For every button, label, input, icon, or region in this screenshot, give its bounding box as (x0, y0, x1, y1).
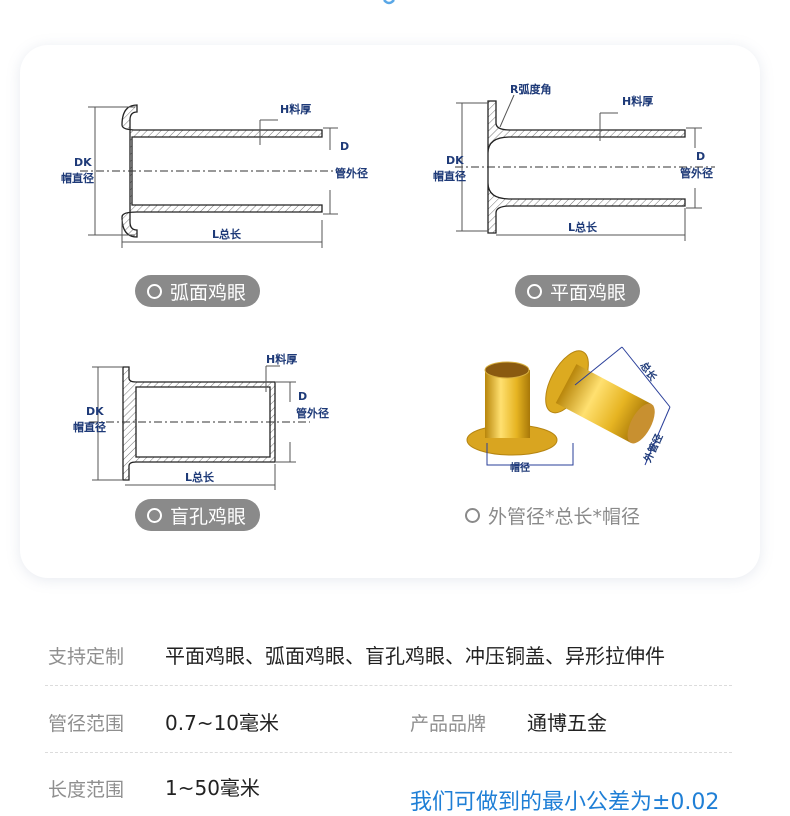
circle-icon (147, 507, 162, 523)
length-label: 总长 (638, 359, 661, 384)
outer-diameter-label: 外管径 (641, 432, 666, 466)
length-key: 长度范围 (48, 779, 125, 801)
custom-value: 平面鸡眼、弧面鸡眼、盲孔鸡眼、冲压铜盖、异形拉伸件 (165, 644, 665, 668)
radius-label: R弧度角 (510, 82, 551, 96)
arc-eyelet-diagram: H料厚 D 管外径 DK 帽直径 L总长 (60, 90, 370, 250)
custom-key: 支持定制 (48, 646, 125, 668)
row-divider (45, 685, 732, 686)
thickness-label: H料厚 (622, 94, 653, 108)
blind-eyelet-diagram: H料厚 D 管外径 DK 帽直径 L总长 (70, 350, 370, 500)
length-label: L总长 (185, 470, 215, 484)
blind-eyelet-text: 盲孔鸡眼 (170, 505, 247, 528)
flat-eyelet-text: 平面鸡眼 (550, 281, 627, 304)
dk-label: DK (74, 156, 92, 169)
chevron-down-icon (383, 0, 395, 5)
brand-key: 产品品牌 (410, 713, 487, 735)
d-label: D (696, 150, 705, 163)
cap-diameter-label: 帽直径 (73, 420, 106, 434)
circle-icon (465, 507, 480, 523)
d-label: D (340, 140, 349, 153)
cap-diameter-label: 帽直径 (61, 171, 94, 185)
cap-diameter-label: 帽径 (510, 461, 530, 474)
arc-eyelet-label: 弧面鸡眼 (135, 275, 261, 307)
dk-label: DK (446, 154, 464, 167)
flat-eyelet-diagram: R弧度角 H料厚 D 管外径 DK 帽直径 L总长 (430, 82, 740, 243)
length-value: 1~50毫米 (165, 776, 260, 800)
d-label: D (298, 390, 307, 403)
product-diagram-card: H料厚 D 管外径 DK 帽直径 L总长 R弧度角 H料厚 D (20, 45, 760, 578)
dimension-order-text: 外管径*总长*帽径 (488, 505, 641, 528)
thickness-label: H料厚 (266, 352, 297, 366)
outer-diameter-label: 管外径 (680, 166, 713, 180)
outer-diameter-label: 管外径 (335, 166, 368, 180)
arc-eyelet-text: 弧面鸡眼 (170, 281, 247, 304)
dk-label: DK (86, 405, 104, 418)
brand-value: 通博五金 (527, 711, 607, 735)
diameter-value: 0.7~10毫米 (165, 711, 280, 735)
brass-eyelet-photo: 帽径 总长 外管径 (450, 335, 690, 475)
circle-icon (147, 283, 162, 299)
outer-diameter-label: 管外径 (296, 406, 329, 420)
length-label: L总长 (212, 227, 242, 241)
diameter-key: 管径范围 (48, 713, 125, 735)
cap-diameter-label: 帽直径 (433, 169, 466, 183)
flat-eyelet-label: 平面鸡眼 (515, 275, 641, 307)
tolerance-note: 我们可做到的最小公差为±0.02 (410, 790, 720, 815)
blind-eyelet-label: 盲孔鸡眼 (135, 499, 261, 531)
circle-icon (527, 283, 542, 299)
length-label: L总长 (568, 220, 598, 234)
row-divider (45, 752, 732, 753)
dimension-order-label: 外管径*总长*帽径 (465, 501, 640, 529)
thickness-label: H料厚 (280, 102, 311, 116)
